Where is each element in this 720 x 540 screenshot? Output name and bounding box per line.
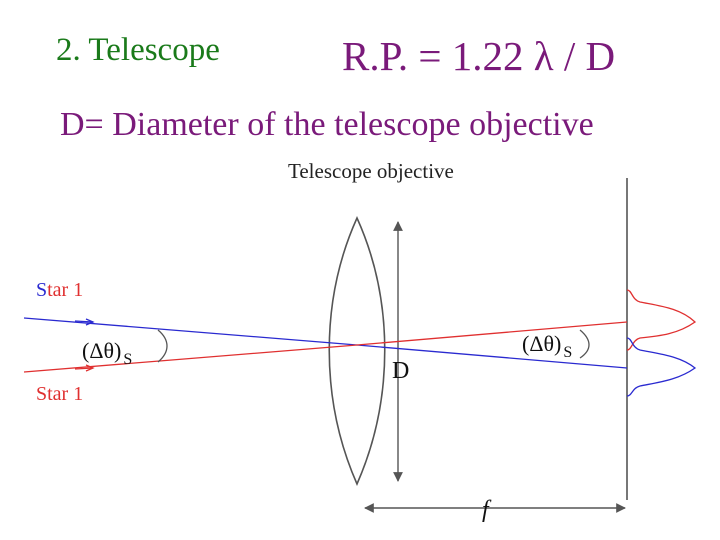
blue-ray-arrowhead [85, 318, 95, 326]
angle-arc-right [579, 329, 590, 359]
section-title: 2. Telescope [56, 32, 220, 68]
angle-label-left: (Δθ)S [82, 338, 132, 368]
diameter-label: D [392, 358, 409, 384]
resolving-power-formula: R.P. = 1.22 λ / D [342, 33, 616, 79]
angle-label-right: (Δθ)S [522, 331, 572, 361]
red-ray [23, 321, 628, 373]
focal-length-label: f [482, 497, 492, 523]
angle-arc-left [157, 329, 168, 363]
objective-lens [328, 216, 386, 486]
diameter-definition: D= Diameter of the telescope objective [60, 106, 594, 143]
blue-airy-pattern [626, 337, 697, 397]
telescope-objective-label: Telescope objective [288, 159, 454, 183]
red-airy-pattern [626, 289, 697, 351]
star-top-label: Star 1 [36, 279, 83, 301]
red-ray-arrow [74, 367, 94, 370]
red-ray-arrowhead [85, 364, 95, 372]
blue-ray-arrow [74, 320, 94, 323]
star-bottom-label: Star 1 [36, 383, 83, 405]
